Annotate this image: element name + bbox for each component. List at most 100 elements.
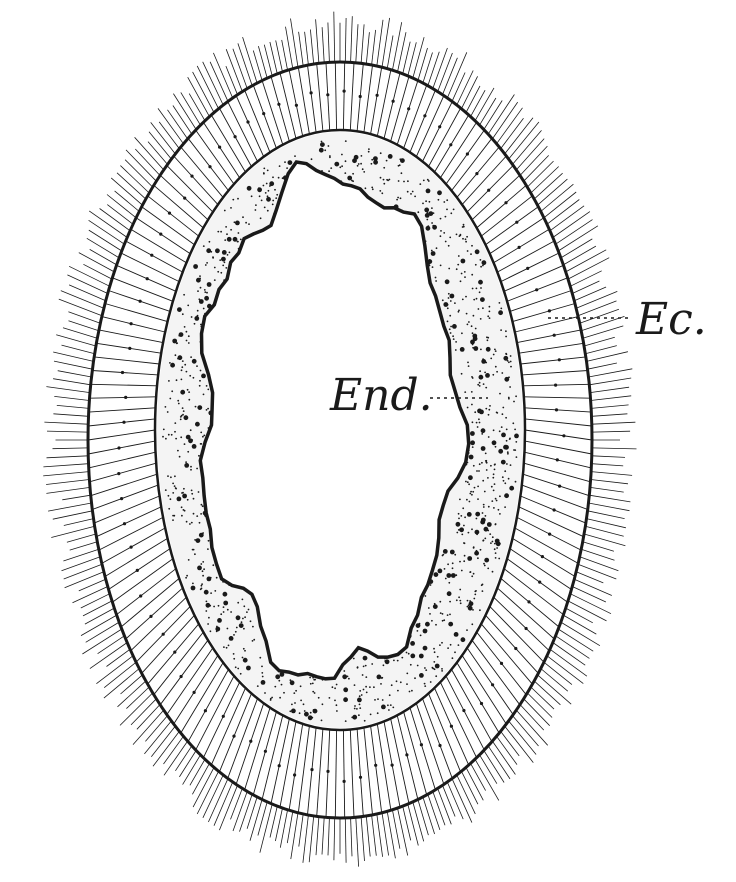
endoderm-granule [169,498,172,501]
endoderm-granule [429,584,432,586]
endoderm-granule [311,682,314,685]
cilium-line [360,816,365,862]
endoderm-granule [488,317,491,319]
endoderm-granule [202,307,205,310]
cilium-line [192,767,215,808]
endoderm-granule [172,492,175,494]
endoderm-granule [382,178,385,181]
endoderm-granule [371,188,374,191]
endoderm-granule [242,216,244,219]
endoderm-granule [494,542,496,545]
cilium-line [586,351,628,362]
ectoderm-cell-line [396,715,419,800]
cilium-line [587,362,617,370]
endoderm-granule [484,515,487,517]
ectoderm-nucleus [407,107,411,111]
endoderm-granule [261,672,264,674]
endoderm-granule [199,369,202,372]
endoderm-granule [507,477,510,480]
endoderm-granule [457,255,460,257]
endoderm-granule [488,408,491,411]
endoderm-granule [433,572,439,577]
endoderm-granule [509,488,512,490]
endoderm-granule [358,695,361,698]
endoderm-granule [379,152,382,155]
ectoderm-nucleus [524,626,528,631]
endoderm-granule [507,396,510,399]
ectoderm-nucleus [246,120,250,124]
endoderm-granule [172,338,178,344]
ectoderm-nucleus [465,152,469,156]
cilium-line [117,680,147,708]
endoderm-granule [397,180,400,182]
endoderm-granule [387,179,389,182]
ectoderm-cell-line [476,184,527,229]
ectoderm-cell-line [409,89,436,153]
cilium-line [62,327,98,339]
endoderm-granule [192,497,195,500]
endoderm-granule [478,418,480,421]
endoderm-granule [174,430,176,433]
ectoderm-cell-line [252,711,277,796]
endoderm-granule [491,570,494,573]
cilium-line [492,101,519,140]
endoderm-granule [470,391,473,393]
cilium-line [298,813,304,847]
endoderm-granule [194,316,200,321]
endoderm-granule [213,266,216,269]
endoderm-granule [433,647,435,650]
ectoderm-cell-line [187,138,229,191]
endoderm-granule [263,167,266,170]
ectoderm-nucleus [218,145,222,149]
endoderm-label: End. [330,370,433,421]
ectoderm-nucleus [548,532,552,536]
endoderm-granule [298,712,301,715]
endoderm-granule [183,415,189,421]
endoderm-granule [416,630,419,632]
cilium-line [591,404,629,409]
endoderm-granule [185,461,188,463]
endoderm-granule [206,291,208,294]
endoderm-granule [504,376,510,382]
endoderm-granule [443,201,446,203]
endoderm-granule [187,304,190,307]
cilium-line [552,642,586,666]
ectoderm-cell-line [461,655,507,725]
ectoderm-nucleus [358,775,363,779]
endoderm-granule [246,611,248,613]
cilium-line [572,586,607,603]
endoderm-granule [246,185,252,191]
cilium-line [543,191,577,219]
endoderm-granule [259,656,262,659]
endoderm-granule [230,611,233,613]
endoderm-granule [226,608,229,611]
cilium-line [350,817,353,857]
cilium-line [442,785,456,817]
ectoderm-cell-line [523,396,591,399]
central-cavity-outline [198,160,471,681]
endoderm-granule [427,225,430,228]
endoderm-granule [208,249,211,252]
endoderm-granule [447,563,449,566]
cilium-line [83,263,113,280]
cilium-line [589,386,630,393]
endoderm-granule [189,523,191,525]
endoderm-granule [480,446,486,451]
ectoderm-cell-line [297,725,310,813]
cilium-line [523,155,549,182]
endoderm-granule [357,163,360,165]
endoderm-granule [237,667,240,670]
endoderm-granule [384,660,387,662]
endoderm-granule [191,492,194,495]
endoderm-granule [480,348,482,351]
ectoderm-cell-line [409,707,436,791]
ectoderm-nucleus [527,600,531,604]
ectoderm-cell-line [325,729,331,818]
endoderm-granule [460,258,466,264]
ectoderm-cell-line [88,407,156,413]
endoderm-granule [242,647,245,650]
cilium-line [576,291,618,309]
endoderm-granule [494,348,496,351]
endoderm-granule [437,190,442,196]
endoderm-granule [506,463,508,465]
